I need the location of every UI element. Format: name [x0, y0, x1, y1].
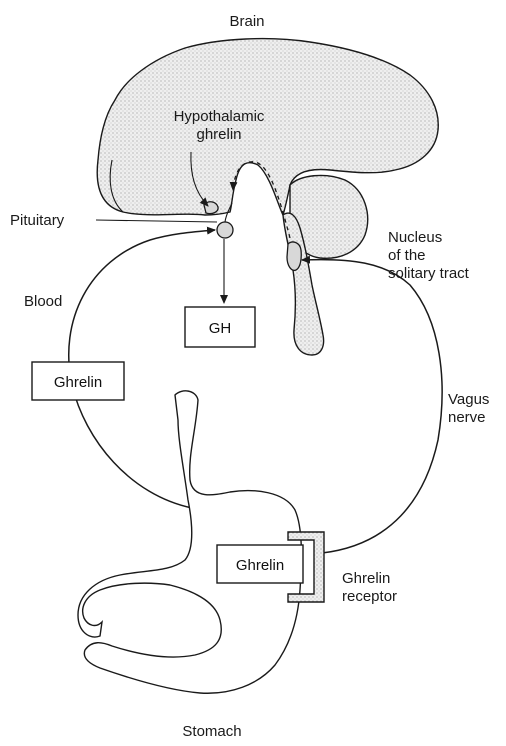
ghrelin-stomach-label: Ghrelin [236, 557, 284, 574]
pituitary-gland [217, 222, 233, 238]
gh-label: GH [209, 320, 232, 337]
stomach-label: Stomach [182, 723, 241, 740]
vagus-nerve-path [302, 260, 442, 553]
ghrelin-receptor-label-line2: receptor [342, 588, 397, 605]
vagus-label-line2: nerve [448, 409, 486, 426]
nucleus-label-line1: Nucleus [388, 229, 442, 246]
vagus-label-line1: Vagus [448, 391, 489, 408]
hypothalamic-ghrelin-label-line2: ghrelin [196, 126, 241, 143]
pituitary-leader [96, 220, 217, 222]
hypothalamic-ghrelin-label-line1: Hypothalamic [174, 108, 265, 125]
pituitary-label: Pituitary [10, 212, 65, 229]
stomach [78, 391, 301, 693]
ghrelin-blood-label: Ghrelin [54, 374, 102, 391]
nucleus-label-line3: solitary tract [388, 265, 470, 282]
nucleus-solitary-tract [287, 242, 301, 270]
nucleus-label-line2: of the [388, 247, 426, 264]
ghrelin-receptor-label-line1: Ghrelin [342, 570, 390, 587]
brain-label: Brain [229, 13, 264, 30]
blood-label: Blood [24, 293, 62, 310]
brain-cerebrum [97, 39, 438, 215]
